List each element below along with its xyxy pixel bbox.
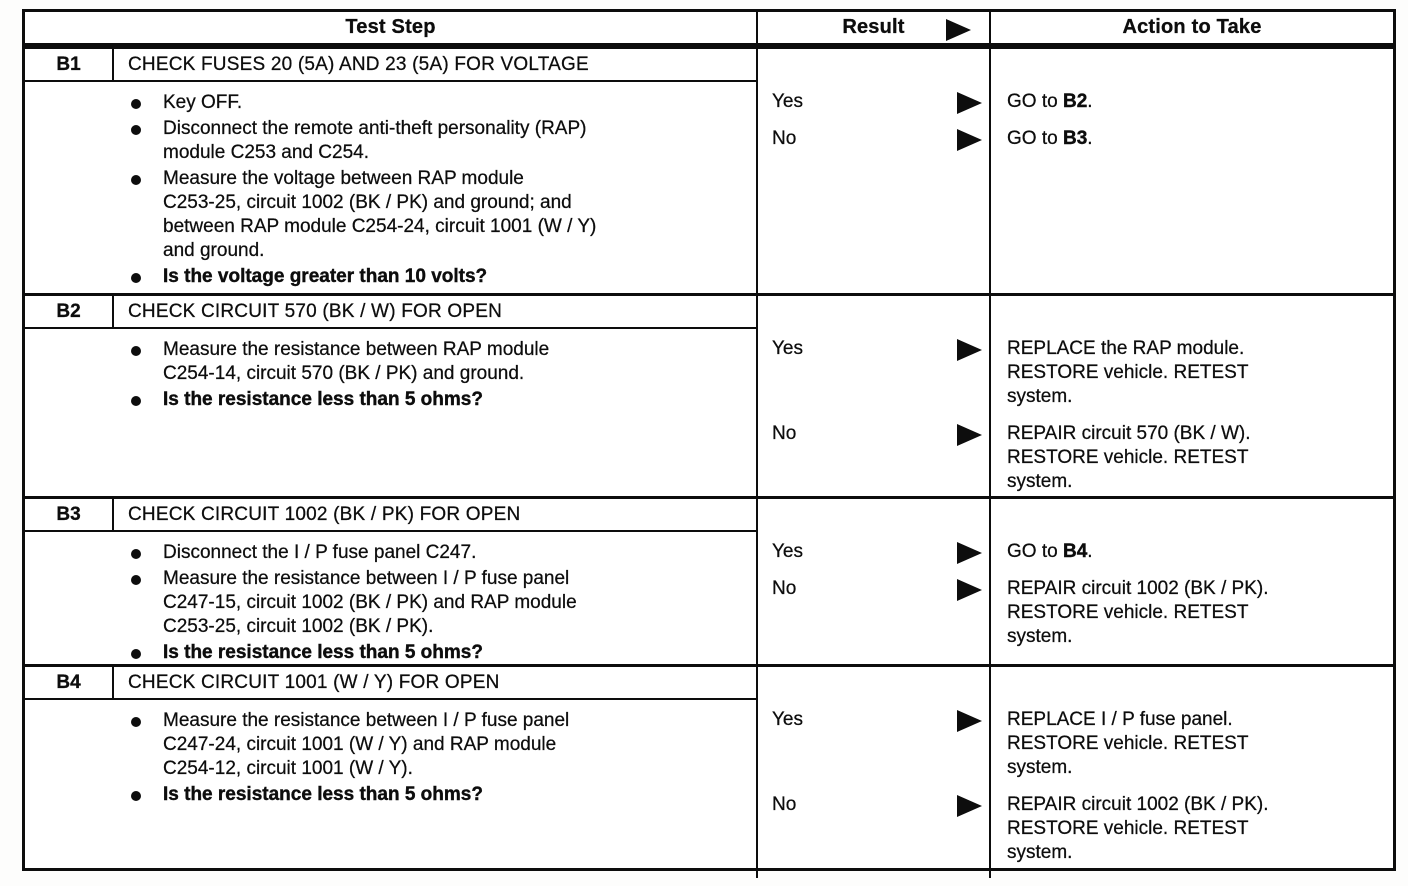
column-divider — [989, 49, 991, 293]
column-header-result-label: Result — [842, 16, 905, 38]
test-step-cell-b1: B1 CHECK FUSES 20 (5A) AND 23 (5A) FOR V… — [25, 49, 758, 293]
result-action-cell-b4: Yes REPLACE I / P fuse panel. RESTORE ve… — [758, 667, 1393, 878]
result-label: No — [772, 128, 797, 149]
step-title-row-b3: B3 CHECK CIRCUIT 1002 (BK / PK) FOR OPEN — [25, 499, 756, 532]
step-title-b4: CHECK CIRCUIT 1001 (W / Y) FOR OPEN — [128, 671, 500, 693]
step-title-row-b4: B4 CHECK CIRCUIT 1001 (W / Y) FOR OPEN — [25, 667, 756, 700]
pinpoint-test-table: Test Step Result Action to Take B1 CHECK… — [22, 9, 1396, 878]
step-instructions-b3: Disconnect the I / P fuse panel C247. Me… — [25, 532, 756, 664]
result-action-pair: Yes REPLACE I / P fuse panel. RESTORE ve… — [758, 708, 1393, 780]
bullet-icon — [129, 783, 163, 807]
bullet-icon — [129, 567, 163, 591]
result-arrow-icon — [946, 19, 971, 41]
test-step-row-b1: B1 CHECK FUSES 20 (5A) AND 23 (5A) FOR V… — [25, 46, 1393, 293]
result-arrow-icon — [957, 92, 982, 114]
test-step-row-b2: B2 CHECK CIRCUIT 570 (BK / W) FOR OPEN M… — [25, 293, 1393, 496]
result-label: No — [772, 423, 797, 444]
action-text: REPLACE the RAP module. RESTORE vehicle.… — [1007, 338, 1249, 407]
instruction-item: Key OFF. — [129, 91, 746, 115]
action-text: REPAIR circuit 1002 (BK / PK). RESTORE v… — [1007, 578, 1269, 647]
step-instructions-b2: Measure the resistance between RAP modul… — [25, 329, 756, 412]
table-header-row: Test Step Result Action to Take — [25, 12, 1393, 46]
instruction-item: Measure the resistance between I / P fus… — [129, 567, 746, 639]
result-arrow-icon — [957, 710, 982, 732]
step-title-b1: CHECK FUSES 20 (5A) AND 23 (5A) FOR VOLT… — [128, 53, 589, 75]
result-arrow-icon — [957, 542, 982, 564]
step-id-b4: B4 — [25, 667, 114, 698]
step-title-row-b2: B2 CHECK CIRCUIT 570 (BK / W) FOR OPEN — [25, 296, 756, 329]
step-id-b3: B3 — [25, 499, 114, 530]
result-label: No — [772, 578, 797, 599]
test-step-cell-b3: B3 CHECK CIRCUIT 1002 (BK / PK) FOR OPEN… — [25, 499, 758, 664]
result-arrow-icon — [957, 424, 982, 446]
instruction-question: Is the resistance less than 5 ohms? — [129, 641, 746, 664]
result-arrow-icon — [957, 339, 982, 361]
bullet-icon — [129, 338, 163, 362]
column-divider — [989, 499, 991, 664]
bullet-icon — [129, 541, 163, 565]
test-step-cell-b4: B4 CHECK CIRCUIT 1001 (W / Y) FOR OPEN M… — [25, 667, 758, 878]
column-divider — [989, 296, 991, 496]
column-header-action-to-take: Action to Take — [1122, 16, 1262, 38]
bullet-icon — [129, 388, 163, 412]
result-action-pair: Yes REPLACE the RAP module. RESTORE vehi… — [758, 337, 1393, 409]
step-title-b2: CHECK CIRCUIT 570 (BK / W) FOR OPEN — [128, 300, 503, 322]
bullet-icon — [129, 265, 163, 289]
result-action-pair: No REPAIR circuit 570 (BK / W). RESTORE … — [758, 422, 1393, 494]
result-label: Yes — [772, 91, 803, 112]
result-label: Yes — [772, 338, 803, 359]
test-step-cell-b2: B2 CHECK CIRCUIT 570 (BK / W) FOR OPEN M… — [25, 296, 758, 496]
instruction-item: Measure the resistance between RAP modul… — [129, 338, 746, 386]
column-header-result: Result — [758, 12, 991, 43]
bullet-icon — [129, 709, 163, 733]
bullet-icon — [129, 167, 163, 191]
step-title-row-b1: B1 CHECK FUSES 20 (5A) AND 23 (5A) FOR V… — [25, 49, 756, 82]
bullet-icon — [129, 117, 163, 141]
result-action-cell-b1: Yes GO to B2. No GO to B3. — [758, 49, 1393, 293]
result-label: Yes — [772, 541, 803, 562]
result-label: No — [772, 794, 797, 815]
instruction-question: Is the resistance less than 5 ohms? — [129, 783, 746, 807]
result-arrow-icon — [957, 579, 982, 601]
step-instructions-b1: Key OFF. Disconnect the remote anti-thef… — [25, 82, 756, 289]
result-action-pair: No GO to B3. — [758, 127, 1393, 151]
result-arrow-icon — [957, 795, 982, 817]
test-step-row-b3: B3 CHECK CIRCUIT 1002 (BK / PK) FOR OPEN… — [25, 496, 1393, 664]
column-divider — [989, 667, 991, 878]
result-label: Yes — [772, 709, 803, 730]
column-header-test-step: Test Step — [25, 12, 758, 43]
instruction-item: Measure the voltage between RAP module C… — [129, 167, 746, 263]
step-instructions-b4: Measure the resistance between I / P fus… — [25, 700, 756, 807]
action-text: REPAIR circuit 1002 (BK / PK). RESTORE v… — [1007, 794, 1269, 863]
result-action-cell-b2: Yes REPLACE the RAP module. RESTORE vehi… — [758, 296, 1393, 496]
result-action-pair: Yes GO to B2. — [758, 90, 1393, 114]
test-step-row-b4: B4 CHECK CIRCUIT 1001 (W / Y) FOR OPEN M… — [25, 664, 1393, 878]
step-id-b2: B2 — [25, 296, 114, 327]
step-title-b3: CHECK CIRCUIT 1002 (BK / PK) FOR OPEN — [128, 503, 521, 525]
step-id-b1: B1 — [25, 49, 114, 80]
result-arrow-icon — [957, 129, 982, 151]
instruction-question: Is the resistance less than 5 ohms? — [129, 388, 746, 412]
action-text: REPLACE I / P fuse panel. RESTORE vehicl… — [1007, 709, 1249, 778]
result-action-pair: No REPAIR circuit 1002 (BK / PK). RESTOR… — [758, 577, 1393, 649]
instruction-item: Measure the resistance between I / P fus… — [129, 709, 746, 781]
instruction-question: Is the voltage greater than 10 volts? — [129, 265, 746, 289]
action-text: GO to B4. — [1007, 541, 1093, 562]
bullet-icon — [129, 91, 163, 115]
instruction-item: Disconnect the I / P fuse panel C247. — [129, 541, 746, 565]
action-text: GO to B2. — [1007, 91, 1093, 112]
result-action-pair: Yes GO to B4. — [758, 540, 1393, 564]
result-action-cell-b3: Yes GO to B4. No REPAIR circuit 1002 (BK… — [758, 499, 1393, 664]
action-text: REPAIR circuit 570 (BK / W). RESTORE veh… — [1007, 423, 1251, 492]
bullet-icon — [129, 641, 163, 664]
action-text: GO to B3. — [1007, 128, 1093, 149]
result-action-pair: No REPAIR circuit 1002 (BK / PK). RESTOR… — [758, 793, 1393, 865]
instruction-item: Disconnect the remote anti-theft persona… — [129, 117, 746, 165]
